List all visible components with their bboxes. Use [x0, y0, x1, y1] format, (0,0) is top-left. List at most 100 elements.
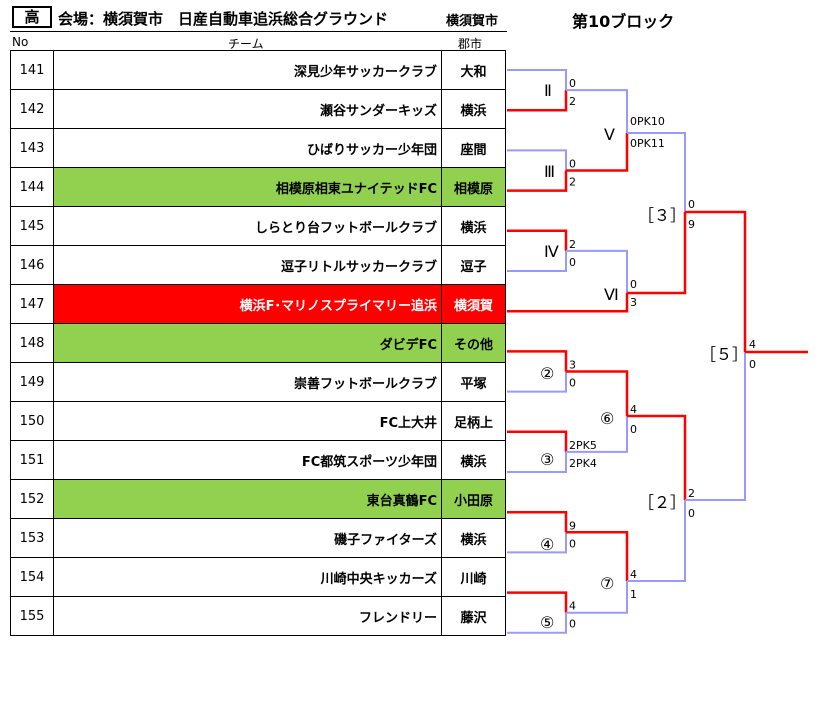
bracket-line — [627, 132, 686, 212]
score-bottom: 1 — [630, 588, 637, 601]
team-name: フレンドリー — [53, 596, 442, 636]
score-top: 2 — [569, 238, 576, 251]
bracket-line — [685, 352, 746, 501]
bracket-line — [566, 416, 628, 453]
bracket-line — [566, 249, 628, 293]
team-name: 逗子リトルサッカークラブ — [53, 245, 442, 285]
team-no: 148 — [10, 323, 54, 363]
team-no: 150 — [10, 401, 54, 441]
match-label: Ⅲ — [544, 162, 555, 181]
score-bottom: 0PK11 — [630, 137, 665, 150]
score-top: 4 — [630, 403, 637, 416]
team-name: 川崎中央キッカーズ — [53, 557, 442, 597]
team-city: 横浜 — [441, 440, 506, 480]
score-bottom: 9 — [688, 218, 695, 231]
score-bottom: 0 — [569, 537, 576, 550]
score-top: 2 — [688, 487, 695, 500]
score-top: 0 — [569, 77, 576, 90]
bracket-line — [566, 89, 628, 133]
bracket-line — [627, 212, 687, 295]
team-city: 足柄上 — [441, 401, 506, 441]
match-label: ⑥ — [600, 409, 614, 428]
bracket-line — [566, 370, 629, 416]
team-no: 152 — [10, 479, 54, 519]
bracket-line — [507, 430, 568, 452]
block-title: 第10ブロック — [572, 12, 675, 31]
team-city: 座間 — [441, 128, 506, 168]
bracket-line — [627, 500, 686, 582]
team-no: 149 — [10, 362, 54, 402]
bracket-line — [507, 293, 629, 313]
score-bottom: 3 — [630, 296, 637, 309]
team-city: 藤沢 — [441, 596, 506, 636]
match-label: ④ — [540, 535, 554, 554]
team-no: 151 — [10, 440, 54, 480]
score-top: 0PK10 — [630, 115, 665, 128]
score-top: 3 — [569, 359, 576, 372]
bracket-line — [507, 229, 568, 251]
score-top: 4 — [749, 338, 756, 351]
team-name: 東台真鶴FC — [53, 479, 442, 519]
team-no: 143 — [10, 128, 54, 168]
team-city: 横浜 — [441, 206, 506, 246]
match-label: ［２］ — [638, 493, 686, 512]
bracket-line — [507, 451, 567, 473]
team-name: FC都筑スポーツ少年団 — [53, 440, 442, 480]
bracket-line — [566, 531, 629, 581]
match-label: ⑦ — [600, 574, 614, 593]
score-bottom: 2PK4 — [569, 457, 597, 470]
score-top: 4 — [569, 600, 576, 613]
bracket-line — [507, 350, 568, 372]
match-label: ③ — [540, 450, 554, 469]
score-bottom: 0 — [569, 377, 576, 390]
score-top: 9 — [569, 519, 576, 532]
bracket-line — [507, 591, 568, 613]
team-name: 相模原相東ユナイテッドFC — [53, 167, 442, 207]
bracket-line — [507, 612, 567, 634]
team-no: 146 — [10, 245, 54, 285]
match-label: ［３］ — [638, 206, 686, 225]
team-name: ダビデFC — [53, 323, 442, 363]
bracket-line — [507, 532, 567, 554]
bracket-line — [507, 69, 567, 91]
score-bottom: 2 — [569, 95, 576, 108]
score-top: 2PK5 — [569, 439, 597, 452]
score-bottom: 0 — [569, 256, 576, 269]
header-divider — [10, 31, 507, 32]
column-header-no: No — [12, 35, 29, 49]
bracket-line — [566, 133, 629, 172]
score-bottom: 0 — [569, 618, 576, 631]
team-city: その他 — [441, 323, 506, 363]
bracket-line — [507, 90, 568, 112]
bracket-line — [507, 170, 568, 192]
score-bottom: 0 — [688, 507, 695, 520]
bracket-line — [627, 414, 687, 500]
match-label: Ⅴ — [604, 125, 615, 144]
column-header-team: チーム — [228, 37, 264, 51]
team-name: 横浜F･マリノスプライマリー追浜 — [53, 284, 442, 324]
team-city: 小田原 — [441, 479, 506, 519]
team-no: 147 — [10, 284, 54, 324]
division-badge: 高 — [12, 6, 52, 28]
team-name: FC上大井 — [53, 401, 442, 441]
match-label: ⑤ — [540, 613, 554, 632]
team-city: 平塚 — [441, 362, 506, 402]
team-city: 横浜 — [441, 518, 506, 558]
match-label: Ⅱ — [544, 81, 552, 100]
bracket-line — [507, 510, 568, 533]
team-city: 横浜 — [441, 89, 506, 129]
team-city: 相模原 — [441, 167, 506, 207]
score-bottom: 0 — [630, 423, 637, 436]
team-city: 逗子 — [441, 245, 506, 285]
